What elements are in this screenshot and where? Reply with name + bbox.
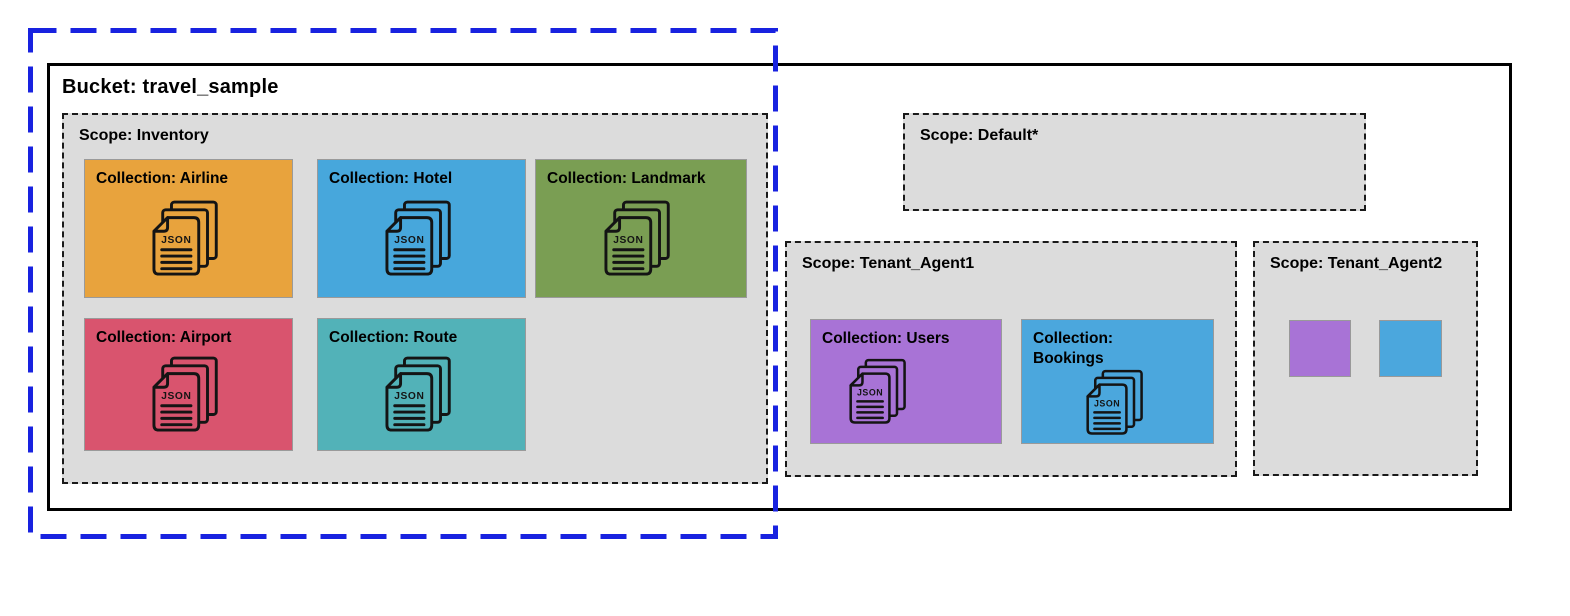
json-documents-icon	[849, 358, 913, 428]
json-documents-icon	[152, 200, 226, 280]
icon-area	[318, 348, 525, 450]
icon-area	[85, 189, 292, 297]
collection-card-airline: Collection: Airline	[84, 159, 293, 298]
json-documents-icon	[385, 200, 459, 280]
json-documents-icon	[1086, 369, 1150, 439]
scope-tenant-agent2: Scope: Tenant_Agent2	[1253, 241, 1478, 476]
scope-inventory-label: Scope: Inventory	[79, 127, 209, 144]
icon-area	[536, 189, 746, 297]
collection-card-airport: Collection: Airport	[84, 318, 293, 451]
collection-label: Collection: Airline	[96, 170, 229, 187]
scope-inventory: Scope: Inventory Collection: Airline Col…	[62, 113, 768, 484]
scope-tenant-agent2-label: Scope: Tenant_Agent2	[1270, 255, 1443, 272]
json-documents-icon	[604, 200, 678, 280]
collection-card-bookings: Collection: Bookings	[1021, 319, 1214, 444]
collection-card-hotel: Collection: Hotel	[317, 159, 526, 298]
bucket-title: Bucket: travel_sample	[62, 76, 279, 98]
icon-area	[811, 349, 1001, 443]
icon-area	[318, 189, 525, 297]
collection-label: Collection: Users	[822, 330, 950, 347]
collection-card-landmark: Collection: Landmark	[535, 159, 747, 298]
scope-tenant-agent1-label: Scope: Tenant_Agent1	[802, 255, 975, 272]
collection-label: Collection: Airport	[96, 329, 232, 346]
icon-area	[85, 348, 292, 450]
icon-area	[1022, 369, 1213, 445]
collection-card-route: Collection: Route	[317, 318, 526, 451]
collection-label: Collection: Route	[329, 329, 458, 346]
collection-label: Collection: Landmark	[547, 170, 706, 187]
json-documents-icon	[152, 356, 226, 436]
collection-label: Collection: Bookings	[1033, 330, 1114, 368]
collection-label: Collection: Hotel	[329, 170, 453, 187]
collection-swatch-purple	[1289, 320, 1351, 377]
scope-default-label: Scope: Default*	[920, 127, 1039, 144]
json-documents-icon	[385, 356, 459, 436]
scope-default: Scope: Default*	[903, 113, 1366, 211]
scope-tenant-agent1: Scope: Tenant_Agent1 Collection: Users C…	[785, 241, 1237, 477]
collection-swatch-blue	[1379, 320, 1442, 377]
collection-card-users: Collection: Users	[810, 319, 1002, 444]
